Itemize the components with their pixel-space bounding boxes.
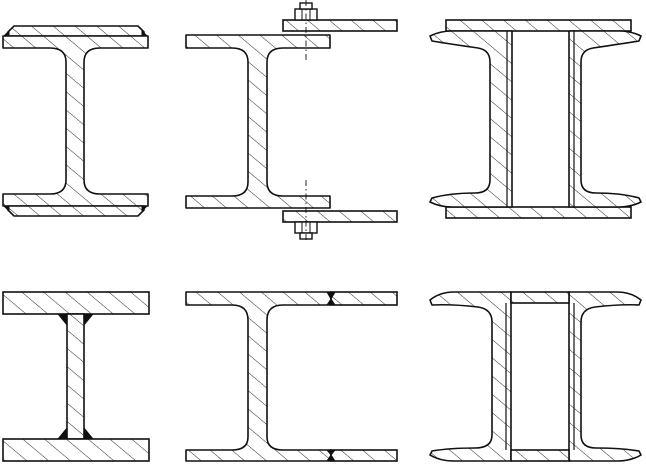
weld-web-top-right — [83, 313, 95, 327]
weld-web-bottom-left — [56, 426, 68, 440]
butt-weld-top — [326, 291, 336, 306]
bottom-connecting-plate — [510, 449, 570, 462]
weld-top-right — [141, 29, 149, 37]
top-splice-plate — [282, 19, 398, 32]
panel-ibeam-cover-plates — [2, 25, 149, 217]
weld-bottom-left — [2, 205, 10, 213]
left-channel-section — [429, 30, 513, 208]
top-extension-plate — [330, 291, 398, 306]
right-channel-section — [568, 291, 642, 462]
weld-web-bottom-right — [83, 426, 95, 440]
top-connecting-plate — [510, 291, 570, 304]
bottom-cover-plate — [445, 206, 632, 219]
weld-bottom-right — [141, 205, 149, 213]
panel-double-channel-welded-plates — [429, 291, 642, 462]
left-channel-section — [429, 291, 512, 462]
bottom-extension-plate — [330, 449, 398, 462]
top-flange-plate — [2, 291, 150, 315]
web-plate — [66, 313, 85, 440]
weld-web-top-left — [56, 313, 68, 327]
top-cover-plate — [445, 19, 632, 32]
panel-welded-plate-girder — [2, 291, 150, 462]
butt-weld-bottom — [325, 449, 337, 462]
bottom-cover-plate — [7, 205, 145, 217]
right-channel-section — [568, 30, 642, 208]
panel-ibeam-butt-welded-extension — [185, 291, 398, 462]
i-beam-section — [2, 35, 149, 207]
bottom-splice-plate — [282, 210, 398, 223]
i-beam-section — [185, 34, 331, 209]
weld-top-left — [2, 29, 10, 37]
panel-double-channel-cover-plates — [429, 19, 642, 219]
top-cover-plate — [7, 25, 145, 37]
panel-ibeam-bolted-plates — [185, 0, 398, 242]
i-beam-section — [185, 291, 332, 462]
bottom-flange-plate — [2, 438, 150, 462]
